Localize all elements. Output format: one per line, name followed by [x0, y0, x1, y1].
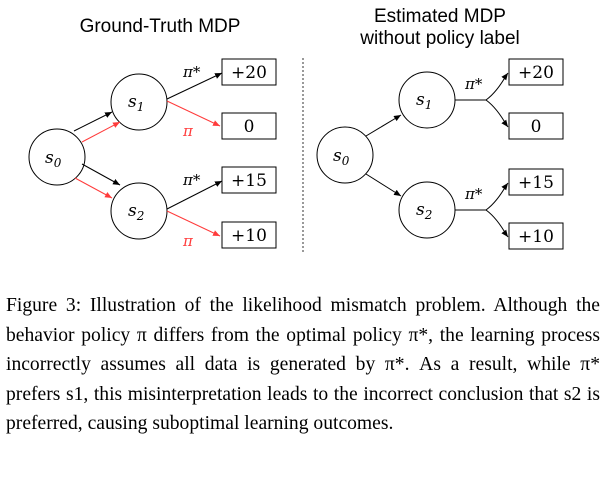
right-reward-box-3 [508, 168, 564, 196]
right-reward-box-2 [508, 112, 564, 140]
left-panel-title: Ground-Truth MDP [79, 16, 241, 37]
left-s1-label: s1 [128, 92, 144, 114]
figure-caption: Figure 3: Illustration of the likelihood… [6, 291, 600, 439]
right-pi-star-top: π* [464, 75, 483, 93]
right-reward-2: 0 [531, 117, 542, 137]
right-title-line1: Estimated MDP [374, 6, 506, 27]
right-s0-label: s0 [333, 146, 350, 168]
left-reward-box-3 [221, 166, 277, 194]
left-edge-s0-s2-optimal [81, 163, 121, 186]
right-reward-4: +10 [518, 227, 554, 247]
left-pi-bottom: π [182, 232, 194, 250]
right-graph: s0 s1 s2 π* π* +20 0 +15 +10 [316, 58, 564, 250]
left-graph: s0 s1 s2 π* π π* π +20 0 +15 +10 [28, 58, 277, 250]
left-state-s1 [110, 73, 168, 131]
left-edge-s0-s1-behavior [81, 121, 121, 143]
right-s2-label: s2 [416, 200, 432, 222]
caption-body: Although the behavior policy π differs f… [6, 295, 601, 434]
left-reward-box-2 [221, 112, 277, 140]
left-reward-box-4 [221, 221, 277, 249]
right-edge-s0-s2 [365, 173, 402, 197]
right-s1-label: s1 [416, 90, 432, 112]
left-s0-label: s0 [45, 148, 62, 170]
left-s2-label: s2 [128, 201, 144, 223]
left-pi-star-bottom: π* [182, 171, 201, 189]
left-edge-s0-s2-behavior [74, 177, 113, 199]
left-state-s0 [28, 128, 86, 186]
left-edge-s0-s1-optimal [73, 111, 113, 132]
left-pi-star-top: π* [182, 63, 201, 81]
right-reward-1: +20 [518, 63, 554, 83]
right-panel-title: Estimated MDP without policy label [320, 6, 560, 50]
left-reward-box-1 [221, 58, 277, 86]
left-reward-3: +15 [231, 171, 267, 191]
right-title-line2: without policy label [360, 28, 520, 49]
right-pi-star-bottom: π* [464, 185, 483, 203]
left-reward-2: 0 [244, 117, 255, 137]
caption-line-1: Illustration of the likelihood mismatch … [89, 295, 486, 316]
mdp-figure: Ground-Truth MDP Estimated MDP without p… [28, 6, 564, 252]
right-state-s0 [316, 126, 374, 184]
left-edge-s1-r0 [166, 100, 221, 127]
right-reward-3: +15 [518, 173, 554, 193]
right-reward-box-1 [508, 58, 564, 86]
left-reward-4: +10 [231, 226, 267, 246]
left-edge-s2-r10 [166, 210, 221, 237]
left-pi-top: π [182, 122, 194, 140]
right-edge-s0-s1 [365, 114, 402, 137]
mdp-diagram: s0 s1 s2 π* π π* π +20 0 +15 +10 [28, 58, 564, 252]
left-edge-s1-r20 [166, 72, 223, 100]
caption-label: Figure 3: [6, 295, 82, 316]
left-edge-s2-r15 [166, 180, 223, 210]
right-reward-box-4 [508, 222, 564, 250]
left-reward-1: +20 [231, 63, 267, 83]
